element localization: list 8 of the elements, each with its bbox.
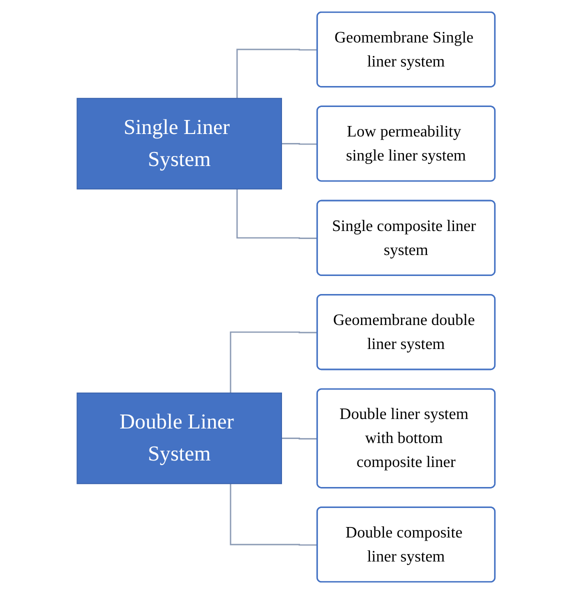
connector	[236, 189, 318, 239]
node-box: Double Liner System	[76, 392, 282, 484]
node-box: Single Liner System	[76, 98, 282, 190]
connector	[229, 331, 318, 393]
connector	[280, 438, 318, 440]
connector	[236, 48, 318, 98]
connector	[229, 484, 318, 546]
connector	[280, 143, 318, 145]
